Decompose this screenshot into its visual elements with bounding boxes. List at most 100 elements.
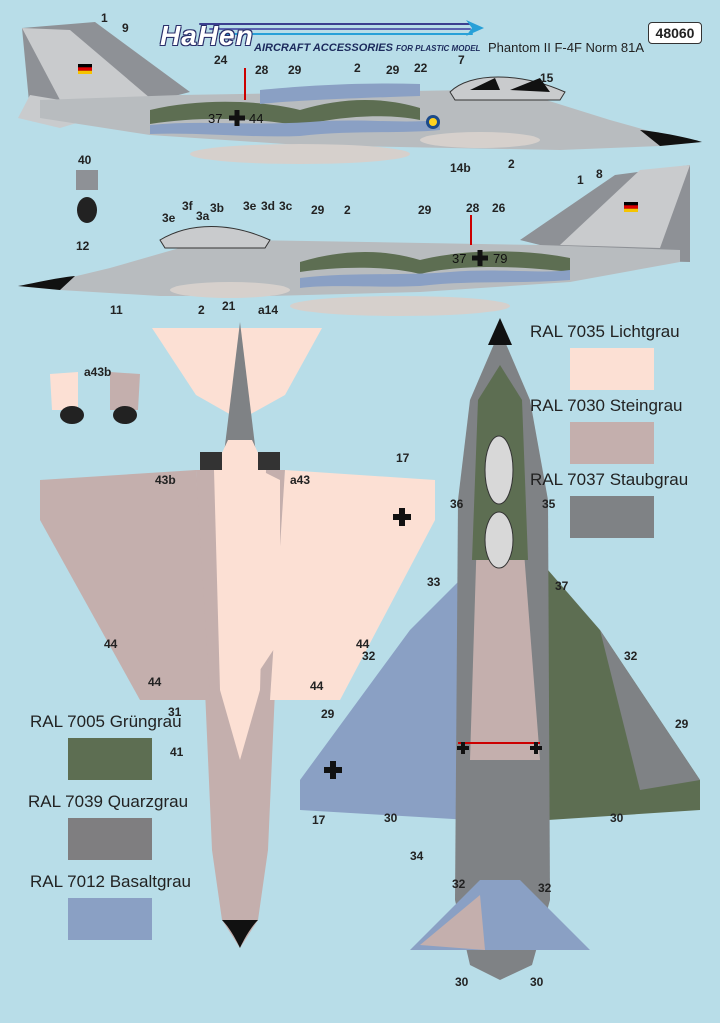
svg-text:32: 32 [452, 877, 466, 891]
swatch-quarzgrau: RAL 7039 Quarzgrau [28, 792, 188, 860]
svg-text:22: 22 [414, 61, 428, 75]
svg-text:14b: 14b [450, 161, 471, 175]
serial-right-b: 79 [493, 251, 507, 266]
svg-text:29: 29 [321, 707, 335, 721]
swatch-label: RAL 7037 Staubgrau [530, 470, 689, 489]
brand-subtitle-small: FOR PLASTIC MODEL [396, 44, 481, 53]
svg-text:32: 32 [362, 649, 376, 663]
svg-text:24: 24 [214, 53, 228, 67]
balkenkreuz-top-mid-icon [457, 742, 469, 754]
svg-text:3b: 3b [210, 201, 224, 215]
svg-text:29: 29 [675, 717, 689, 731]
svg-text:30: 30 [610, 811, 624, 825]
swatch-color [570, 422, 654, 464]
svg-text:3d: 3d [261, 199, 275, 213]
catalog-number: 48060 [648, 22, 702, 44]
balkenkreuz-top-left-icon [324, 761, 342, 779]
svg-text:8: 8 [596, 167, 603, 181]
svg-text:29: 29 [288, 63, 302, 77]
serial-left-b: 44 [249, 111, 263, 126]
brand-subtitle: AIRCRAFT ACCESSORIES FOR PLASTIC MODEL [254, 42, 480, 54]
serial-right-a: 37 [452, 251, 466, 266]
swatch-label: RAL 7012 Basaltgrau [30, 872, 191, 891]
svg-text:32: 32 [538, 881, 552, 895]
svg-text:2: 2 [344, 203, 351, 217]
svg-text:30: 30 [384, 811, 398, 825]
svg-text:44: 44 [148, 675, 162, 689]
svg-text:3a: 3a [196, 209, 210, 223]
svg-text:9: 9 [122, 21, 129, 35]
svg-text:30: 30 [455, 975, 469, 989]
svg-text:11: 11 [110, 303, 123, 317]
svg-text:a43: a43 [290, 473, 310, 487]
svg-text:1: 1 [577, 173, 584, 187]
svg-text:29: 29 [311, 203, 325, 217]
swatch-label: RAL 7039 Quarzgrau [28, 792, 189, 811]
svg-text:41: 41 [170, 745, 184, 759]
svg-text:26: 26 [492, 201, 506, 215]
brand-subtitle-main: AIRCRAFT ACCESSORIES [254, 42, 393, 54]
svg-text:34: 34 [410, 849, 424, 863]
svg-text:44: 44 [104, 637, 118, 651]
svg-text:12: 12 [76, 239, 90, 253]
svg-text:28: 28 [466, 201, 480, 215]
svg-text:a43b: a43b [84, 365, 111, 379]
svg-text:a14: a14 [258, 303, 278, 317]
svg-text:17: 17 [396, 451, 410, 465]
swatch-color [68, 818, 152, 860]
swatch-gruengrau: RAL 7005 Grüngrau [30, 712, 182, 780]
svg-text:37: 37 [555, 579, 569, 593]
balkenkreuz-icon [229, 110, 245, 126]
logo-streaks [199, 20, 484, 36]
swatch-color [570, 348, 654, 390]
swatch-label: RAL 7005 Grüngrau [30, 712, 182, 731]
balkenkreuz-right-icon [472, 250, 488, 266]
svg-text:17: 17 [312, 813, 326, 827]
svg-text:44: 44 [310, 679, 324, 693]
svg-text:31: 31 [168, 705, 182, 719]
svg-text:15: 15 [540, 71, 554, 85]
swatch-basaltgrau: RAL 7012 Basaltgrau [30, 872, 191, 940]
left-profile: 37 44 19 24 28 29 2 29 22 7 15 14b 2 [18, 11, 702, 175]
svg-text:43b: 43b [155, 473, 176, 487]
serial-left-a: 37 [208, 111, 222, 126]
svg-text:3e: 3e [243, 199, 257, 213]
swatch-steingrau: RAL 7030 Steingrau [530, 396, 682, 464]
svg-text:1: 1 [101, 11, 108, 25]
svg-text:32: 32 [624, 649, 638, 663]
svg-text:36: 36 [450, 497, 464, 511]
svg-text:7: 7 [458, 53, 465, 67]
kit-subject: Phantom II F-4F Norm 81A [488, 40, 645, 55]
balkenkreuz-top-right-icon [530, 742, 542, 754]
swatch-label: RAL 7035 Lichtgrau [530, 322, 680, 341]
svg-text:2: 2 [198, 303, 205, 317]
swatch-staubgrau: RAL 7037 Staubgrau [530, 470, 688, 538]
jet-icon [466, 20, 484, 36]
svg-text:40: 40 [78, 153, 92, 167]
swatch-color [570, 496, 654, 538]
bottom-view: a43b 43b a43 17 44 44 44 44 31 41 [40, 322, 435, 948]
svg-text:29: 29 [418, 203, 432, 217]
svg-text:3c: 3c [279, 199, 293, 213]
svg-text:33: 33 [427, 575, 441, 589]
svg-text:2: 2 [354, 61, 361, 75]
swatch-lichtgrau: RAL 7035 Lichtgrau [530, 322, 680, 390]
svg-text:28: 28 [255, 63, 269, 77]
svg-text:30: 30 [530, 975, 544, 989]
svg-text:29: 29 [386, 63, 400, 77]
svg-text:44: 44 [356, 637, 370, 651]
swatch-label: RAL 7030 Steingrau [530, 396, 683, 415]
svg-text:3f: 3f [182, 199, 194, 213]
svg-text:21: 21 [222, 299, 236, 313]
swatch-color [68, 898, 152, 940]
svg-text:3e: 3e [162, 211, 176, 225]
brand-logo: HaHen [160, 20, 254, 51]
swatch-color [68, 738, 152, 780]
svg-text:35: 35 [542, 497, 556, 511]
top-view: 36 35 33 37 32 32 29 29 17 30 30 34 32 32 30 30 [300, 318, 700, 989]
svg-text:2: 2 [508, 157, 515, 171]
balkenkreuz-bottom-icon [393, 508, 411, 526]
